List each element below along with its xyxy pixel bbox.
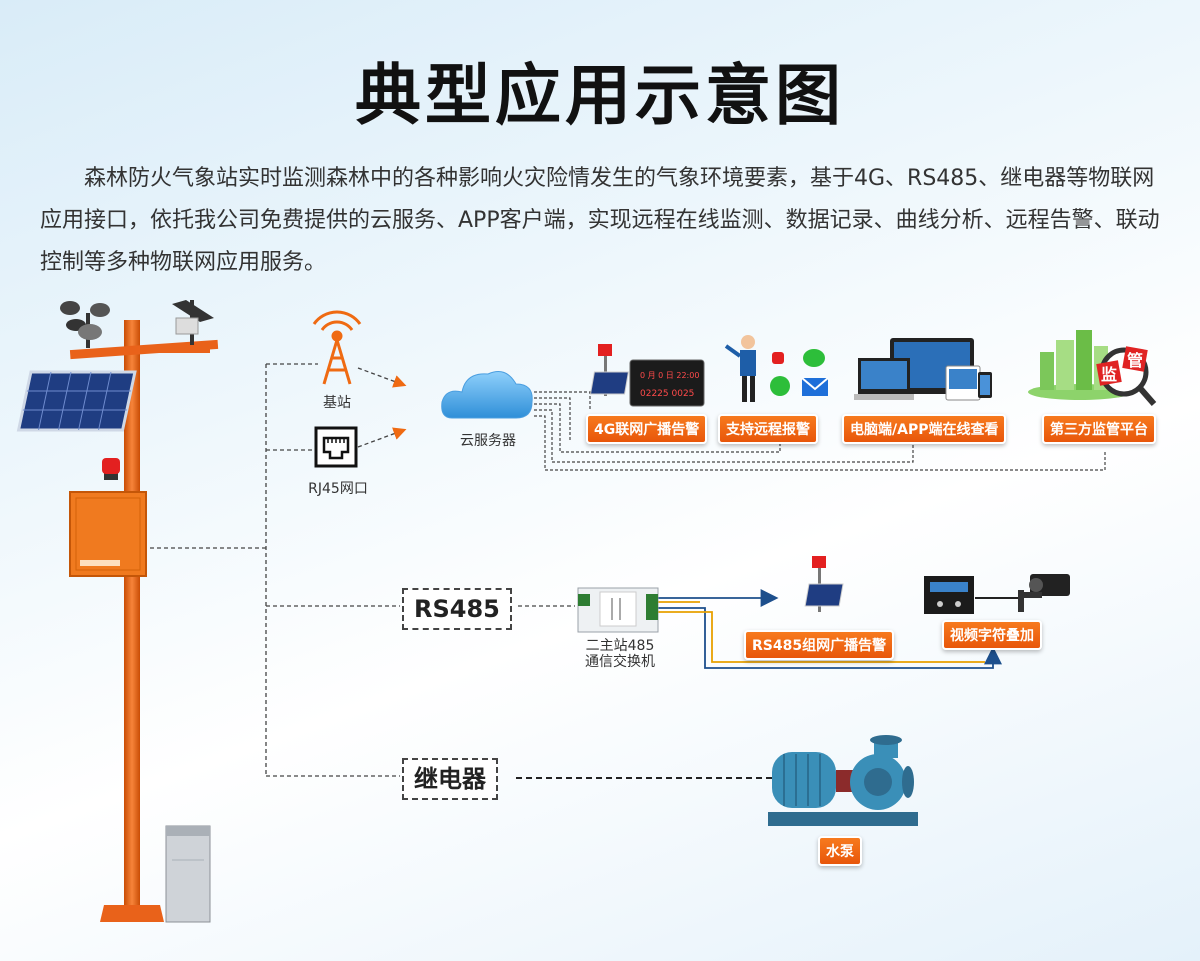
intro-paragraph: 森林防火气象站实时监测森林中的各种影响火灾险情发生的气象环境要素，基于4G、RS…	[40, 166, 1160, 275]
label-video-overlay: 视频字符叠加	[942, 620, 1042, 650]
alarm-light-icon	[772, 352, 784, 364]
remote-alarm-illustration	[724, 335, 829, 402]
rs485-switch-device-icon	[577, 587, 659, 633]
trunk-lines	[150, 363, 575, 777]
broadcast-alarm-device-icon: 0 月 0 日 22:00 02225 0025	[589, 344, 705, 407]
led-row-2: 02225 0025	[640, 389, 694, 399]
page-title: 典型应用示意图	[355, 57, 845, 134]
pc-app-devices-icon	[854, 338, 992, 401]
label-pump: 水泵	[818, 836, 862, 866]
camera-icon	[1018, 574, 1070, 612]
water-pump-icon	[768, 735, 918, 826]
switch-label-line2: 通信交换机	[585, 654, 655, 670]
cloud-server-icon	[441, 371, 533, 419]
rs485-broadcast-device-icon	[804, 556, 844, 612]
led-row-1: 0 月 0 日 22:00	[640, 371, 699, 380]
wechat-icon	[803, 349, 825, 367]
badge-char-guan: 管	[1127, 351, 1143, 370]
label-4g-broadcast: 4G联网广播告警	[586, 414, 708, 444]
cloud-label: 云服务器	[460, 433, 516, 449]
base-station-label: 基站	[323, 395, 351, 411]
rj45-label: RJ45网口	[308, 481, 368, 497]
label-pc-app: 电脑端/APP端在线查看	[842, 414, 1007, 444]
base-station-tower-icon	[312, 310, 362, 385]
relay-box: 继电器	[402, 758, 498, 800]
third-party-platform-icon: 监 管	[1028, 330, 1157, 406]
switch-label: 二主站485 通信交换机	[580, 638, 660, 670]
cloud-fanout-lines	[534, 391, 1106, 471]
badge-char-jian: 监	[1101, 365, 1117, 384]
rs485-box: RS485	[402, 588, 512, 630]
rs485-output-lines	[658, 589, 1002, 669]
label-rs485-broadcast: RS485组网广播告警	[744, 630, 895, 660]
sms-icon	[770, 376, 790, 396]
switch-label-line1: 二主站485	[585, 638, 655, 654]
label-remote-alarm: 支持远程报警	[718, 414, 818, 444]
weather-station-illustration	[16, 300, 219, 923]
label-third-party: 第三方监管平台	[1042, 414, 1156, 444]
video-overlay-device-icon	[924, 576, 974, 614]
rj45-port-icon	[314, 426, 358, 468]
